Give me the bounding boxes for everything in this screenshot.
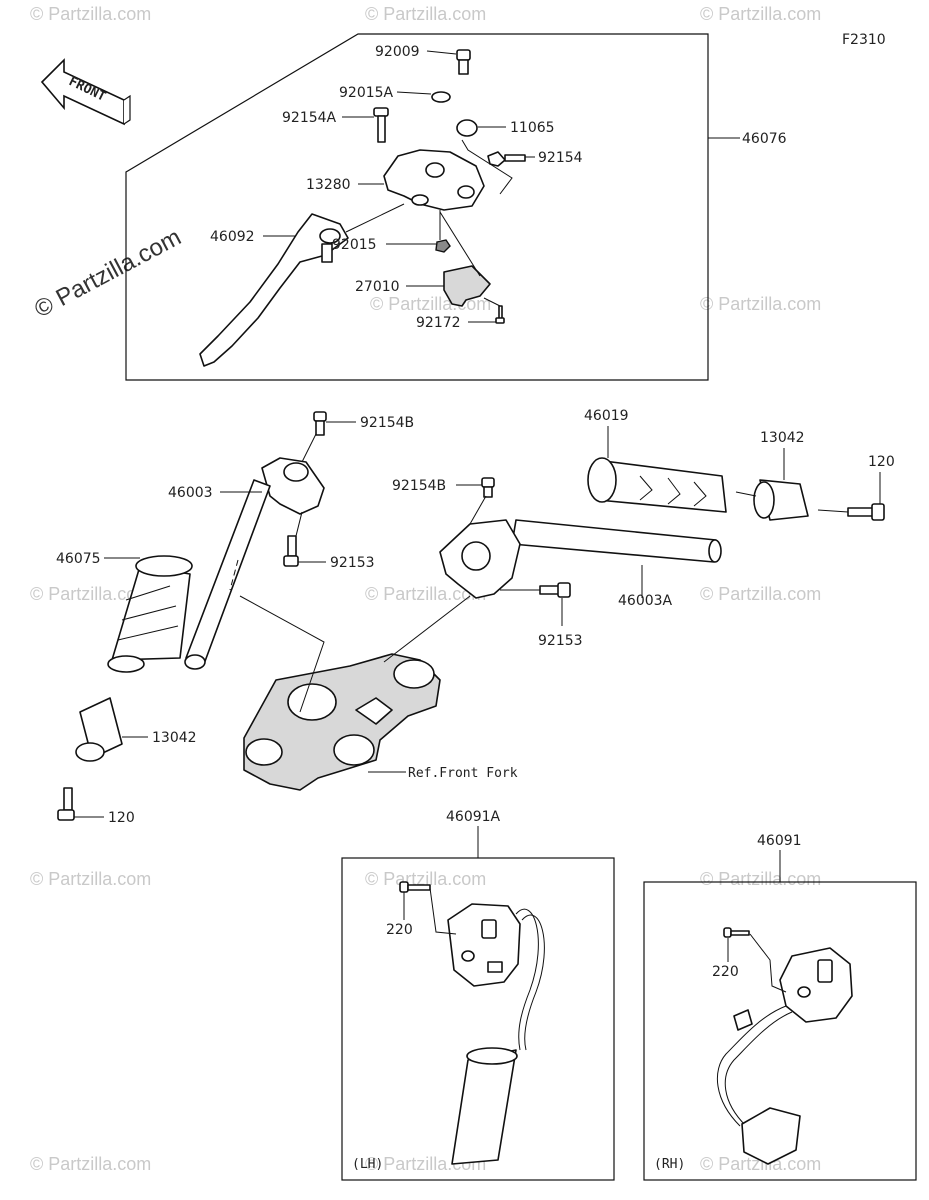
leader-line: [483, 297, 501, 307]
part-label-220-rh: 220: [712, 964, 739, 980]
washer-92015A: [431, 91, 451, 103]
front-arrow-icon: FRONT: [40, 58, 131, 126]
lh-switch-housing: [447, 903, 545, 1165]
rh-switch-housing: [716, 947, 853, 1165]
part-label-46019: 46019: [584, 408, 629, 424]
bolt-92153-left: [283, 535, 299, 567]
watermark: © Partzilla.com: [365, 584, 486, 604]
leader-line: [461, 139, 513, 195]
leader-line: [469, 495, 487, 525]
cap-11065: [456, 119, 478, 137]
bar-end-weight-13042-right: [753, 479, 809, 521]
part-label-92154B-right: 92154B: [392, 478, 446, 494]
bolt-120-left: [57, 787, 75, 821]
ref-front-fork-label: Ref.Front Fork: [408, 766, 518, 781]
watermark: © Partzilla.com: [365, 4, 486, 24]
part-label-92153-right: 92153: [538, 633, 583, 649]
handlebar-46003: [184, 457, 325, 670]
part-label-46091A: 46091A: [446, 809, 501, 825]
part-label-46003: 46003: [168, 485, 213, 501]
grip-46075: [107, 555, 193, 673]
triple-clamp: [243, 653, 441, 791]
bolt-92154: [487, 151, 526, 167]
part-label-92015: 92015: [332, 237, 377, 253]
part-label-46076: 46076: [742, 131, 787, 147]
leader-line: [426, 50, 457, 55]
leader-line: [301, 433, 317, 463]
clutch-lever-46092: [199, 213, 349, 367]
part-label-120-right: 120: [868, 454, 895, 470]
leader-line: [345, 203, 405, 233]
part-label-92153-left: 92153: [330, 555, 375, 571]
bolt-92154A: [373, 107, 389, 143]
part-label-13042-left: 13042: [152, 730, 197, 746]
part-label-46075: 46075: [56, 551, 101, 567]
lever-assembly-frame: [125, 33, 709, 381]
part-label-13042-right: 13042: [760, 430, 805, 446]
leader-line: [396, 91, 432, 95]
screw-92172: [495, 305, 505, 324]
handlebar-46003A: [439, 519, 722, 599]
bolt-92154B-left: [313, 411, 327, 436]
part-label-92172: 92172: [416, 315, 461, 331]
watermark: © Partzilla.com: [700, 4, 821, 24]
leader-line: [429, 887, 457, 935]
bolt-92009: [456, 49, 471, 75]
part-label-92154B-left: 92154B: [360, 415, 414, 431]
watermark: © Partzilla.com: [700, 869, 821, 889]
dashed-line: [229, 559, 239, 591]
screw-220-rh: [723, 927, 750, 938]
grip-46019: [587, 457, 727, 513]
watermark: © Partzilla.com: [30, 1154, 151, 1174]
part-label-13280: 13280: [306, 177, 351, 193]
bolt-92153-right: [539, 582, 571, 598]
bolt-92154B-right: [481, 477, 495, 498]
bar-end-weight-13042-left: [75, 697, 123, 762]
leader-line: [749, 933, 787, 993]
part-label-220-lh: 220: [386, 922, 413, 938]
leader-line: [735, 491, 757, 497]
leader-line: [383, 595, 471, 663]
side-label-rh: (RH): [654, 1157, 685, 1172]
watermark: © Partzilla.com: [700, 584, 821, 604]
lever-holder-13280: [383, 149, 485, 211]
watermark: © Partzilla.com: [700, 1154, 821, 1174]
watermark: © Partzilla.com: [30, 869, 151, 889]
watermark: © Partzilla.com: [30, 584, 151, 604]
part-label-11065: 11065: [510, 120, 555, 136]
part-label-92009: 92009: [375, 44, 420, 60]
watermark: © Partzilla.com: [700, 294, 821, 314]
part-label-92154A: 92154A: [282, 110, 337, 126]
diagram-code: F2310: [842, 32, 886, 48]
leader-line: [439, 211, 481, 277]
part-label-46003A: 46003A: [618, 593, 673, 609]
watermark: © Partzilla.com: [365, 869, 486, 889]
bolt-120-right: [847, 503, 885, 521]
part-label-46092: 46092: [210, 229, 255, 245]
leader-line: [239, 595, 325, 713]
nut-92015: [435, 239, 451, 253]
part-label-92015A: 92015A: [339, 85, 394, 101]
leader-line: [295, 511, 303, 537]
screw-220-lh: [399, 881, 431, 893]
side-label-lh: (LH): [352, 1157, 383, 1172]
watermark-large: © Partzilla.com: [30, 224, 185, 324]
part-label-92154: 92154: [538, 150, 583, 166]
leader-line: [817, 509, 849, 513]
watermark: © Partzilla.com: [30, 4, 151, 24]
part-label-120-left: 120: [108, 810, 135, 826]
part-label-27010: 27010: [355, 279, 400, 295]
part-label-46091: 46091: [757, 833, 802, 849]
